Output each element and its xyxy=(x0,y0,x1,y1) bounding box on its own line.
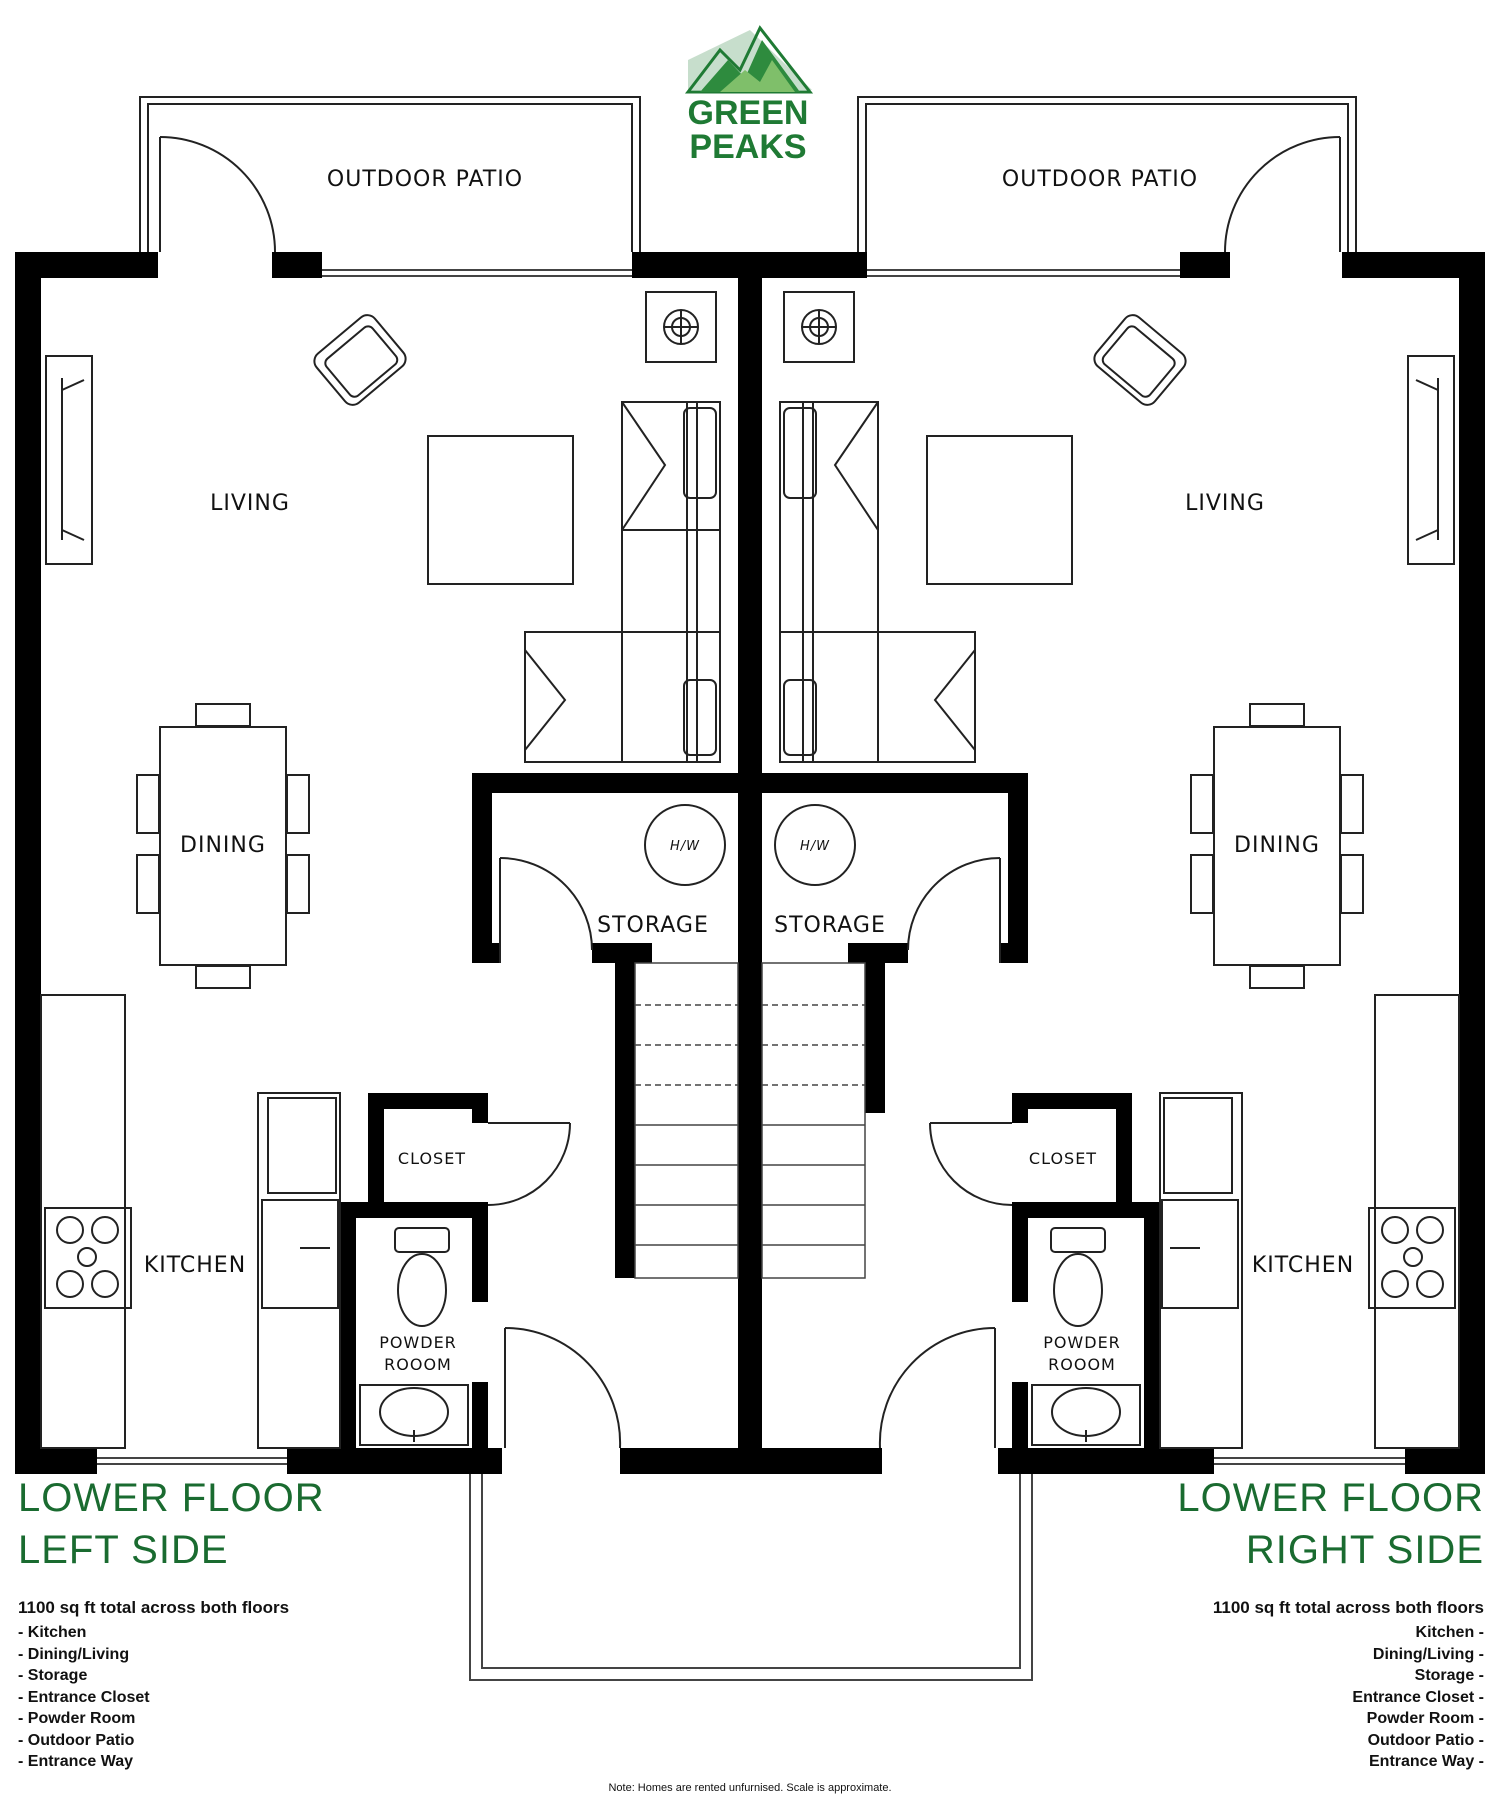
left-feature-list: - Kitchen - Dining/Living - Storage - En… xyxy=(18,1622,289,1773)
closet-door-right xyxy=(929,1122,1013,1206)
dining-label-left: DINING xyxy=(180,833,266,858)
dining-table-icon xyxy=(136,703,1364,989)
patio-door-swing-left xyxy=(159,136,276,253)
list-item: Storage - xyxy=(1414,1667,1484,1684)
walls xyxy=(15,252,1485,1474)
mountain-logo-icon xyxy=(684,25,814,94)
right-title-line1: LOWER FLOOR xyxy=(1177,1476,1484,1520)
closet-label-left: CLOSET xyxy=(398,1149,466,1168)
list-item: - Entrance Closet xyxy=(18,1688,150,1706)
hw-label-right: H/W xyxy=(800,839,830,854)
tv-icon xyxy=(45,355,1455,565)
brand-line1: GREEN xyxy=(688,94,809,132)
list-item: Powder Room - xyxy=(1366,1710,1484,1727)
footnote: Note: Homes are rented unfurnised. Scale… xyxy=(608,1782,892,1794)
left-title-line1: LOWER FLOOR xyxy=(18,1476,325,1520)
sofa-icon xyxy=(524,401,976,763)
hw-label-left: H/W xyxy=(670,839,700,854)
armchair-icon xyxy=(313,314,1187,406)
entrance-walkway xyxy=(469,1474,1033,1681)
fireplace-icon xyxy=(645,291,855,363)
closet-label-right: CLOSET xyxy=(1029,1149,1097,1168)
patio-right xyxy=(857,96,1357,252)
front-door-swing-left xyxy=(504,1326,622,1449)
right-title-line2: RIGHT SIDE xyxy=(1245,1528,1484,1572)
patio-left xyxy=(139,96,641,252)
powder-room-label-right-1: POWDER xyxy=(1043,1333,1121,1352)
water-heater-icon xyxy=(644,804,856,886)
list-item: - Entrance Way xyxy=(18,1753,133,1770)
kitchen-label-right: KITCHEN xyxy=(1252,1253,1354,1278)
list-item: Entrance Way - xyxy=(1369,1753,1484,1770)
outdoor-patio-label-right: OUTDOOR PATIO xyxy=(1002,167,1198,192)
list-item: Outdoor Patio - xyxy=(1367,1731,1484,1749)
left-details: 1100 sq ft total across both floors - Ki… xyxy=(18,1598,289,1773)
kitchen-label-left: KITCHEN xyxy=(144,1253,246,1278)
stairs-icon xyxy=(634,962,866,1279)
storage-label-right: STORAGE xyxy=(774,913,886,938)
brand-line2: PEAKS xyxy=(689,128,806,166)
right-details: 1100 sq ft total across both floors Kitc… xyxy=(1213,1598,1484,1773)
storage-label-left: STORAGE xyxy=(597,913,709,938)
right-total-area: 1100 sq ft total across both floors xyxy=(1212,1598,1484,1617)
dining-label-right: DINING xyxy=(1234,833,1320,858)
front-door-swing-right xyxy=(878,1326,996,1449)
powder-room-label-right-2: ROOOM xyxy=(1048,1355,1116,1374)
living-label-right: LIVING xyxy=(1185,491,1265,516)
list-item: Dining/Living - xyxy=(1372,1645,1484,1663)
closet-door-left xyxy=(487,1122,571,1206)
list-item: - Dining/Living xyxy=(18,1645,130,1663)
list-item: - Storage xyxy=(18,1667,88,1684)
living-label-left: LIVING xyxy=(210,491,290,516)
powder-room-label-left-1: POWDER xyxy=(379,1333,457,1352)
left-side-title: LOWER FLOOR LEFT SIDE xyxy=(18,1472,325,1576)
left-total-area: 1100 sq ft total across both floors xyxy=(18,1598,290,1617)
kitchen-counters xyxy=(40,994,1460,1449)
storage-door-left xyxy=(499,857,593,951)
list-item: - Kitchen xyxy=(18,1624,87,1641)
list-item: Entrance Closet - xyxy=(1352,1688,1484,1706)
toilet-icon xyxy=(394,1227,1106,1327)
left-title-line2: LEFT SIDE xyxy=(18,1528,229,1572)
list-item: - Powder Room xyxy=(18,1710,136,1727)
list-item: Kitchen - xyxy=(1415,1624,1484,1641)
sink-icon xyxy=(359,1384,1141,1446)
patio-door-swing-right xyxy=(1224,136,1341,253)
right-side-title: LOWER FLOOR RIGHT SIDE xyxy=(1177,1472,1484,1576)
powder-room-label-left-2: ROOOM xyxy=(384,1355,452,1374)
coffee-table xyxy=(427,435,1073,585)
storage-door-right xyxy=(907,857,1001,951)
fridge-icon xyxy=(261,1199,1239,1309)
list-item: - Outdoor Patio xyxy=(18,1731,135,1749)
right-feature-list: Kitchen - Dining/Living - Storage - Entr… xyxy=(1213,1622,1484,1773)
stove-icon xyxy=(44,1207,1456,1309)
outdoor-patio-label-left: OUTDOOR PATIO xyxy=(327,167,523,192)
